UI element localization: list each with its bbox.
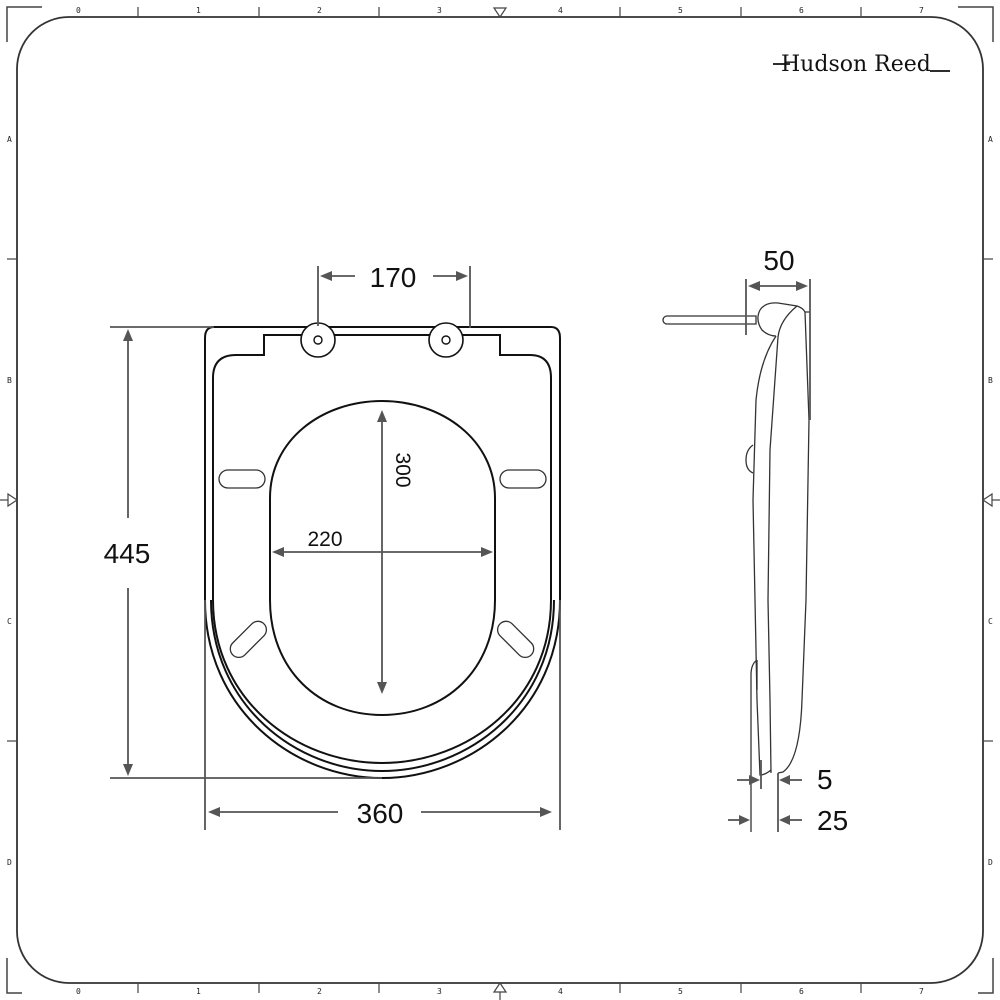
- overall-width-label: 360: [357, 798, 404, 829]
- bottom-ruler-label: 6: [799, 987, 804, 996]
- buffer-slot: [229, 620, 268, 659]
- bottom-ruler-label: 7: [919, 987, 924, 996]
- seat-opening: [269, 399, 496, 717]
- hinge-knuckle: [759, 302, 810, 313]
- brand-name: Hudson Reed: [781, 52, 931, 77]
- bottom-ruler-label: 5: [678, 987, 683, 996]
- seat-profile: [752, 335, 777, 776]
- seat-edge-outline: [210, 599, 555, 773]
- left-ruler-label: A: [7, 135, 12, 144]
- right-ruler: [981, 258, 1000, 742]
- opening-width-label: 220: [307, 528, 342, 551]
- dimension-lid-gap: 5: [737, 760, 833, 832]
- dimension-side-depth: 50: [745, 245, 811, 420]
- hinge-spacing-label: 170: [370, 262, 417, 293]
- dimension-overall-height: 445: [104, 326, 382, 779]
- bottom-ruler: [137, 981, 862, 1000]
- buffer-slot: [499, 469, 547, 489]
- opening-length-label: 300: [391, 452, 414, 487]
- top-ruler-label: 0: [76, 6, 81, 15]
- seat-outer-outline: [204, 326, 561, 780]
- side-depth-label: 50: [763, 245, 794, 276]
- seat-inner-outline: [212, 334, 552, 765]
- bottom-ruler-label: 0: [76, 987, 81, 996]
- dimension-hinge-spacing: 170: [317, 262, 471, 328]
- left-ruler: [0, 258, 19, 742]
- bottom-ruler-label: 1: [196, 987, 201, 996]
- bottom-ruler-label: 2: [317, 987, 322, 996]
- corner-marks: [6, 6, 994, 994]
- dimension-opening-length: 300: [377, 410, 414, 694]
- dimension-seat-thickness: 25: [728, 805, 848, 836]
- top-ruler-label: 3: [437, 6, 442, 15]
- top-ruler-label: 2: [317, 6, 322, 15]
- bottom-ruler-label: 3: [437, 987, 442, 996]
- top-ruler-label: 4: [558, 6, 563, 15]
- hinge-right: [428, 322, 464, 358]
- brand-logo: Hudson Reed: [773, 52, 950, 77]
- top-ruler-label: 5: [678, 6, 683, 15]
- top-ruler-label: 1: [196, 6, 201, 15]
- hinge-rod: [662, 315, 757, 325]
- lid-gap-label: 5: [817, 764, 833, 795]
- buffer-slot: [218, 469, 266, 489]
- top-ruler: [137, 7, 862, 19]
- drawing-border: [16, 16, 984, 984]
- right-ruler-label: C: [988, 617, 993, 626]
- hinge-left: [300, 322, 336, 358]
- lid-profile: [777, 311, 810, 774]
- front-view: [204, 322, 561, 780]
- top-ruler-label: 7: [919, 6, 924, 15]
- dimension-overall-width: 360: [204, 600, 561, 830]
- side-view: [662, 302, 810, 832]
- left-ruler-label: C: [7, 617, 12, 626]
- seat-thickness-label: 25: [817, 805, 848, 836]
- left-ruler-label: B: [7, 376, 12, 385]
- left-ruler-label: D: [7, 858, 12, 867]
- buffer-slot: [496, 620, 535, 659]
- right-ruler-label: D: [988, 858, 993, 867]
- overall-height-label: 445: [104, 538, 151, 569]
- right-ruler-label: A: [988, 135, 993, 144]
- right-ruler-label: B: [988, 376, 993, 385]
- top-ruler-label: 6: [799, 6, 804, 15]
- bottom-ruler-label: 4: [558, 987, 563, 996]
